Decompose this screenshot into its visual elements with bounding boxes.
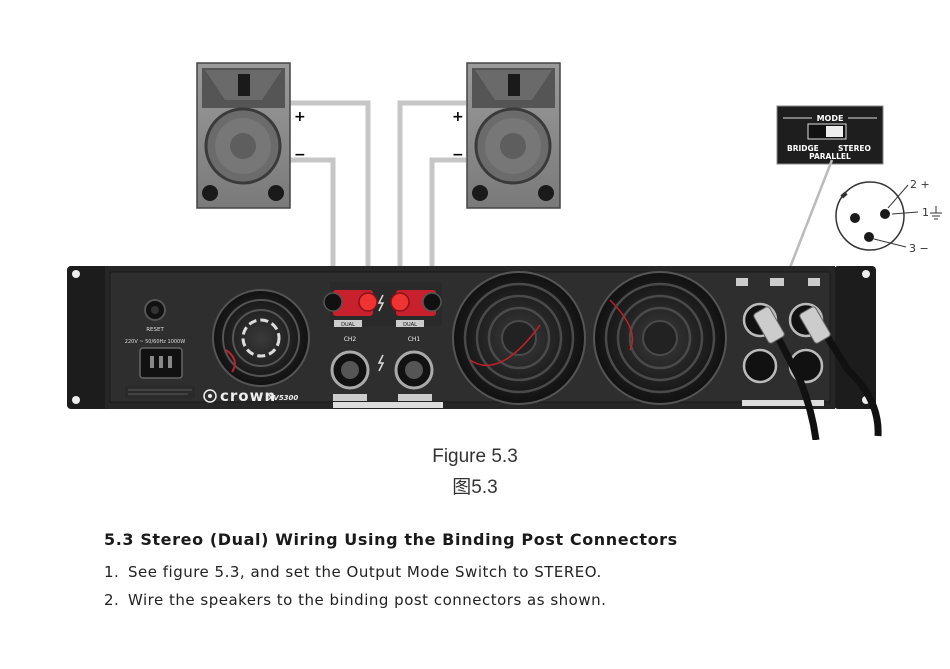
figure-caption-chinese: 图5.3 [452,477,498,498]
xlr-pin3-label: 3 − [909,242,929,255]
mode-switch-slider [826,126,843,137]
mode-title: MODE [817,114,844,123]
ch1-label: CH1 [408,336,421,343]
step-text: See figure 5.3, and set the Output Mode … [128,563,602,581]
small-fan [212,289,310,387]
amplifier-rear-panel: RESET 220V ~ 50/60Hz 1000W crown XV5300 [67,266,876,409]
xlr-pin-diagram: 2 + 1 3 − [835,178,942,255]
brand-logo-text: crown [220,387,276,405]
model-label: XV5300 [267,394,298,402]
instruction-step: 2. Wire the speakers to the binding post … [104,591,606,609]
xlr-pin1-label: 1 [922,206,929,219]
large-fan-right [593,271,727,405]
step-number: 2. [104,591,120,609]
ch2-dual-label: DUAL [341,322,355,328]
ground-icon [930,206,942,220]
ch1-dual-label: DUAL [403,322,417,328]
xlr-output-ch2 [742,348,778,384]
mode-switch-callout: MODE BRIDGE STEREO PARALLEL [776,105,884,165]
wiring-diagram: + − + − MODE BRIDGE STEREO PARALLEL [67,62,942,440]
speaker-left-plus-label: + [294,109,306,125]
step-number: 1. [104,563,120,581]
speaker-cables [290,100,466,292]
ch2-label: CH2 [344,336,357,343]
step-text: Wire the speakers to the binding post co… [128,591,607,609]
binding-posts [323,290,442,316]
mode-parallel-label: PARALLEL [809,152,851,161]
reset-label: RESET [146,327,164,333]
speaker-left-minus-label: − [294,147,306,163]
large-fan-left [452,271,586,405]
speaker-right-plus-label: + [452,109,464,125]
section-title: 5.3 Stereo (Dual) Wiring Using the Bindi… [104,530,678,549]
speaker-right: + − [452,62,561,209]
speaker-left: + − [196,62,306,209]
xlr-cables [753,306,882,440]
instruction-step: 1. See figure 5.3, and set the Output Mod… [104,563,602,581]
mode-stereo-label: STEREO [838,144,871,153]
figure-caption: Figure 5.3 [432,446,518,467]
xlr-pin2-label: 2 + [910,178,930,191]
mode-bridge-label: BRIDGE [787,144,819,153]
power-rating-label: 220V ~ 50/60Hz 1000W [125,339,185,345]
speaker-right-minus-label: − [452,147,464,163]
